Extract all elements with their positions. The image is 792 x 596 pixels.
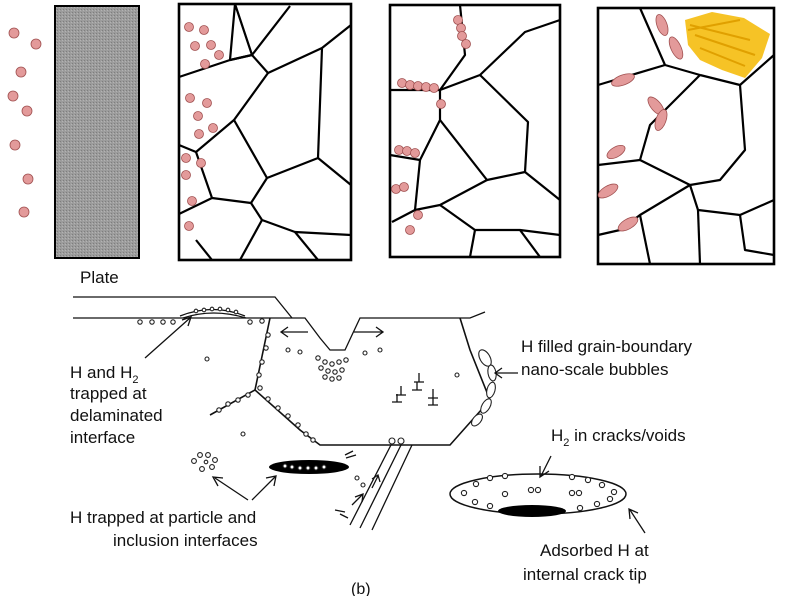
- panel-grain-boundary-bubbles: [596, 6, 776, 266]
- panel-hydrogen-atoms-and-plate: Plate: [7, 5, 140, 287]
- blister-h-atoms: [193, 306, 239, 315]
- label-adsorbed-2: internal crack tip: [523, 565, 647, 584]
- particle-ring-h-atoms: [191, 452, 218, 472]
- label-leader-arrows: [144, 315, 646, 534]
- stress-arrows: [279, 326, 385, 338]
- grain-surface-h-atoms: [181, 22, 224, 231]
- plate-label: Plate: [80, 268, 119, 287]
- label-h-h2-trapped: H and H2: [70, 363, 139, 386]
- void-h-atoms: [460, 472, 618, 512]
- boundary-cross-section-h-atoms: [216, 332, 316, 443]
- label-particle-1: H trapped at particle and: [70, 508, 256, 527]
- panel-grains-surface-hydrogen: [177, 2, 353, 262]
- plate-block: [54, 5, 140, 259]
- label-particle-2: inclusion interfaces: [113, 531, 258, 550]
- boundary-h-atom-chains: [391, 15, 471, 235]
- label-grain-boundary-2: nano-scale bubbles: [521, 360, 668, 379]
- label-grain-boundary-1: H filled grain-boundary: [521, 337, 693, 356]
- free-hydrogen-atoms: [7, 27, 42, 218]
- grain-boundary-nano-bubbles: [471, 349, 497, 427]
- label-interface: interface: [70, 428, 135, 447]
- label-delaminated: delaminated: [70, 406, 163, 425]
- void-inclusion: [498, 505, 566, 517]
- label-h2-cracks-voids: H2 in cracks/voids: [551, 426, 686, 449]
- annotation-labels: H and H2 trapped at delaminated interfac…: [70, 337, 693, 596]
- surface-h-atoms: [137, 318, 265, 325]
- panel-mark: (b): [351, 581, 371, 596]
- panel-grain-boundary-hydrogen: [388, 3, 562, 259]
- cross-section-diagram: [73, 296, 646, 534]
- notch-h-cluster: [315, 355, 349, 382]
- dislocation-symbols: [392, 373, 438, 406]
- label-trapped-at: trapped at: [70, 384, 147, 403]
- label-adsorbed-1: Adsorbed H at: [540, 541, 649, 560]
- inclusion-h-atoms: [282, 463, 327, 471]
- scattered-h-atoms: [204, 347, 460, 437]
- slip-band: [334, 437, 413, 531]
- boundary-bubbles: [597, 14, 684, 232]
